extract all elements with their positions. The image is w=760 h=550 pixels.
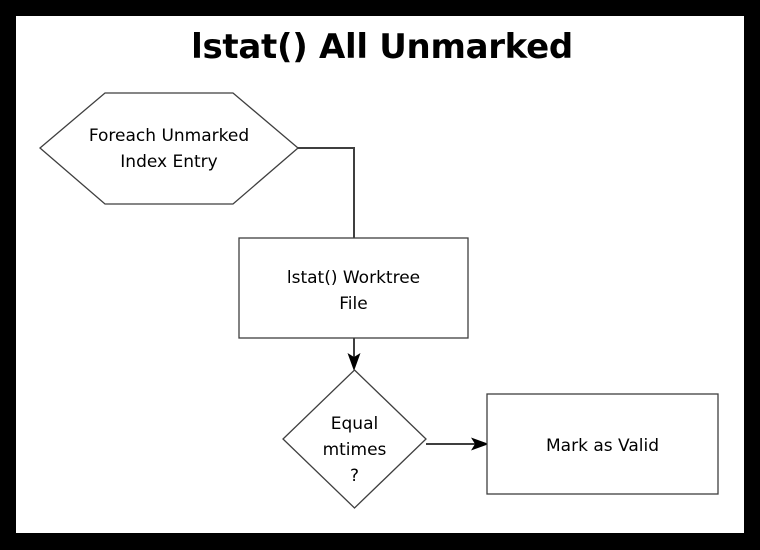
arrow-head-down-icon xyxy=(347,353,361,371)
node-label-line1: Foreach Unmarked xyxy=(89,126,249,146)
node-lstat-worktree-file[interactable]: lstat() Worktree File xyxy=(238,237,469,339)
arrow-head-right-icon xyxy=(471,437,489,451)
node-label-line3: ? xyxy=(350,466,359,486)
node-foreach-unmarked-index-entry[interactable]: Foreach Unmarked Index Entry xyxy=(38,92,300,205)
hexagon-shape xyxy=(38,92,300,205)
node-mark-as-valid[interactable]: Mark as Valid xyxy=(486,393,719,495)
diamond-shape xyxy=(282,369,427,509)
edge-foreach-to-lstat xyxy=(298,147,355,238)
node-label-line1: lstat() Worktree xyxy=(287,268,420,288)
rectangle-shape xyxy=(238,237,469,339)
node-label-line2: Index Entry xyxy=(120,152,217,172)
node-equal-mtimes-decision[interactable]: Equal mtimes ? xyxy=(282,369,427,509)
node-label-line1: Mark as Valid xyxy=(546,436,659,456)
page-title: lstat() All Unmarked xyxy=(191,27,573,67)
node-label-line1: Equal xyxy=(331,414,378,434)
rectangle-shape xyxy=(486,393,719,495)
node-label-line2: mtimes xyxy=(323,440,387,460)
node-label-line2: File xyxy=(339,294,367,314)
